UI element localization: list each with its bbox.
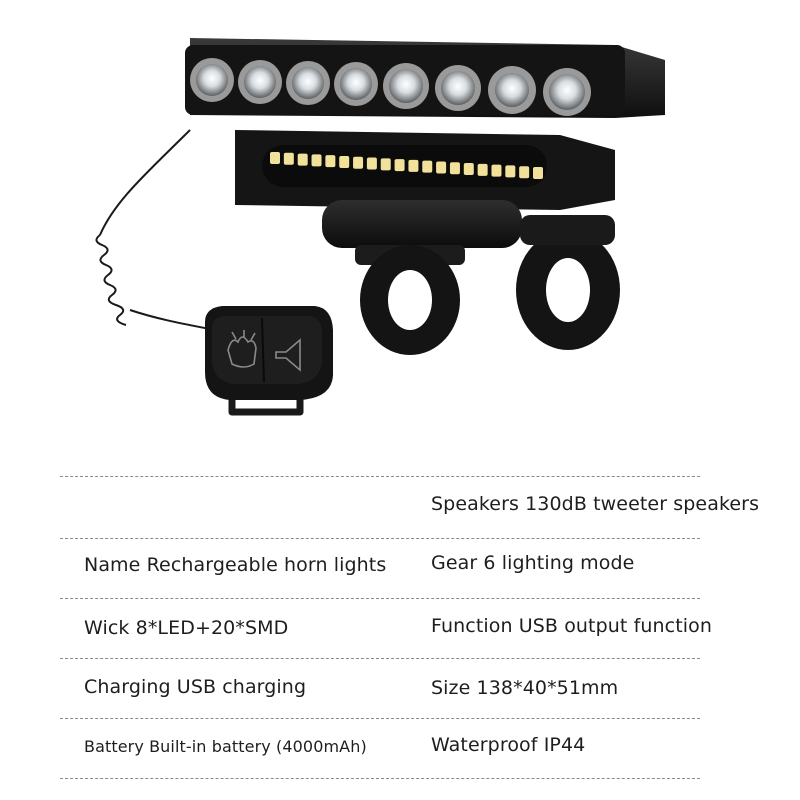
- table-divider: [60, 658, 700, 659]
- led-lens: [238, 60, 282, 104]
- smd-led: [325, 155, 336, 168]
- led-lens: [488, 66, 536, 114]
- table-divider: [60, 778, 700, 779]
- smd-led: [297, 153, 308, 166]
- smd-led: [505, 165, 516, 178]
- smd-led: [283, 152, 294, 165]
- smd-led: [353, 156, 364, 169]
- led-array: [190, 58, 591, 116]
- spec-size: Size 138*40*51mm: [431, 677, 619, 699]
- handlebar-mount: [322, 200, 620, 355]
- led-lens: [286, 61, 330, 105]
- smd-led: [463, 163, 474, 176]
- table-divider: [60, 718, 700, 719]
- smd-led: [519, 166, 530, 179]
- smd-led: [270, 152, 280, 164]
- smd-strip: [270, 152, 543, 179]
- product-image: [95, 38, 665, 416]
- smd-led: [408, 159, 419, 172]
- led-lens: [383, 63, 429, 109]
- spec-wick: Wick 8*LED+20*SMD: [84, 617, 289, 639]
- smd-led: [394, 159, 405, 172]
- smd-led: [436, 161, 447, 174]
- smd-led: [311, 154, 322, 167]
- light-button-icon: [227, 330, 257, 368]
- table-divider: [60, 538, 700, 539]
- smd-led: [533, 167, 543, 179]
- remote-switch: [205, 306, 333, 416]
- spec-battery: Battery Built-in battery (4000mAh): [84, 737, 367, 756]
- smd-led: [477, 163, 488, 176]
- spec-gear: Gear 6 lighting mode: [431, 552, 635, 574]
- spec-speakers: Speakers 130dB tweeter speakers: [431, 493, 760, 515]
- smd-led: [366, 157, 377, 170]
- spec-waterproof: Waterproof IP44: [431, 734, 586, 756]
- table-divider: [60, 476, 700, 477]
- smd-led: [339, 155, 350, 168]
- led-lens: [543, 68, 591, 116]
- smd-led: [491, 164, 502, 177]
- spec-function: Function USB output function: [431, 615, 713, 637]
- smd-led: [422, 160, 433, 173]
- smd-led: [380, 158, 391, 171]
- table-divider: [60, 598, 700, 599]
- led-lens: [435, 65, 481, 111]
- spec-charging: Charging USB charging: [84, 676, 307, 698]
- led-lens: [190, 58, 234, 102]
- horn-button-icon: [275, 338, 301, 372]
- spec-name: Name Rechargeable horn lights: [84, 554, 387, 576]
- led-lens: [334, 62, 378, 106]
- smd-led: [449, 162, 460, 175]
